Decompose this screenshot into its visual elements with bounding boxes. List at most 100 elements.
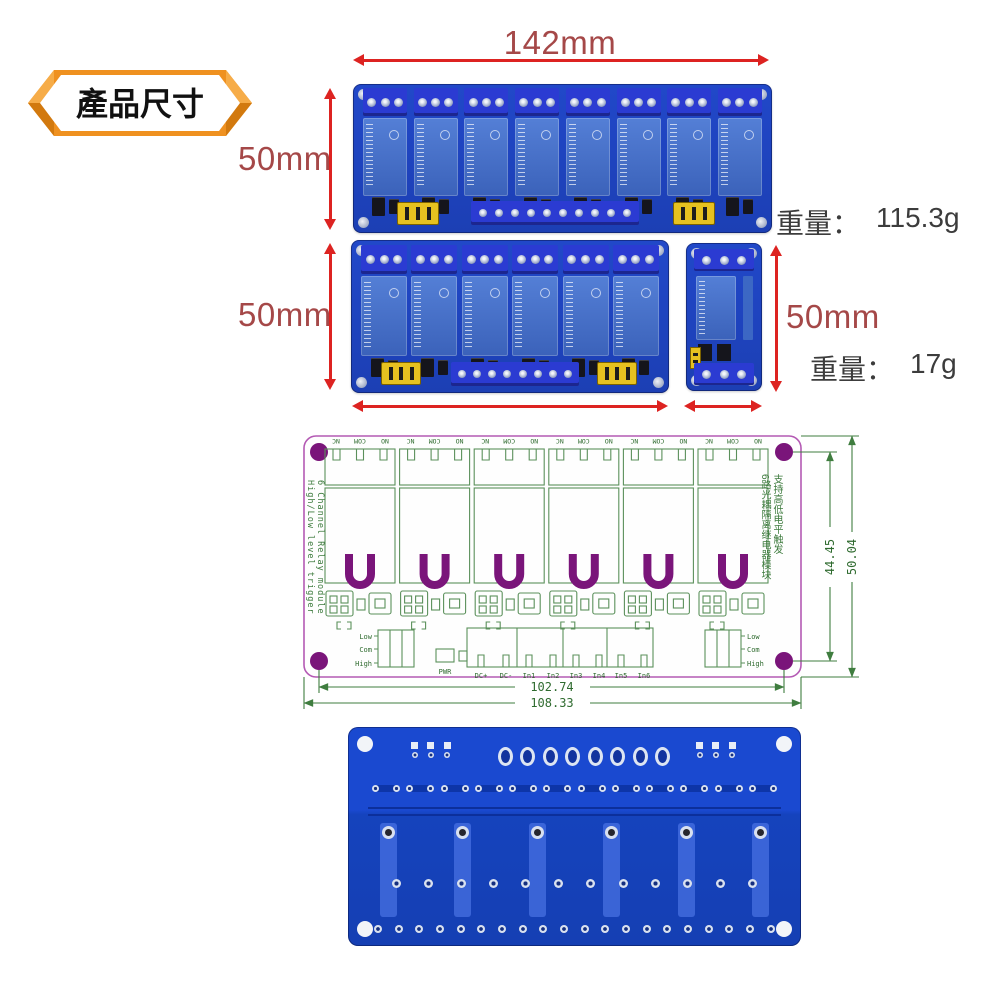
solder-pad bbox=[601, 925, 610, 933]
dim-inner-width: 102.74 bbox=[530, 680, 573, 694]
relay-unit bbox=[464, 118, 509, 196]
solder-pad bbox=[650, 879, 660, 888]
product-size-badge: 產品尺寸 bbox=[28, 66, 252, 140]
screw bbox=[581, 255, 591, 264]
solder-pad bbox=[580, 925, 589, 933]
solder-pad bbox=[456, 925, 465, 933]
drawing-side-text-cn: 6路光耦隔离继电器模块 支持高低电平触发 bbox=[758, 474, 782, 639]
width-arrow-board8 bbox=[353, 54, 769, 66]
height-arrow-board6 bbox=[324, 243, 336, 390]
pin-label: In5 bbox=[615, 672, 628, 680]
relay-row bbox=[363, 118, 762, 196]
pin-label: In3 bbox=[570, 672, 583, 680]
relay-unit bbox=[565, 118, 610, 196]
solder-pad bbox=[565, 747, 581, 766]
jumper-right-outline bbox=[704, 629, 745, 668]
pad-pair bbox=[509, 785, 538, 792]
weight-value: 115.3g bbox=[876, 202, 960, 233]
screw bbox=[623, 209, 631, 217]
screw bbox=[544, 255, 554, 264]
pad-pair bbox=[543, 785, 572, 792]
pcb-trace bbox=[368, 807, 781, 809]
screw bbox=[594, 255, 604, 264]
terminal-block bbox=[361, 245, 407, 274]
mounting-hole bbox=[653, 377, 664, 388]
solder-pad bbox=[415, 925, 424, 933]
solder-pad bbox=[520, 747, 536, 766]
optocoupler-pair bbox=[363, 197, 407, 217]
dimension-lines bbox=[303, 435, 859, 709]
screw bbox=[591, 209, 599, 217]
screw bbox=[634, 97, 644, 107]
solder-pad bbox=[663, 925, 672, 933]
solder-pad bbox=[518, 925, 527, 933]
width-arrow-board6 bbox=[352, 400, 668, 412]
mounting-hole-mark bbox=[775, 652, 793, 670]
screw bbox=[530, 255, 540, 264]
input-terminal-strip bbox=[451, 362, 579, 386]
relay-pad-strip bbox=[380, 823, 397, 917]
solder-pad bbox=[392, 879, 401, 888]
dim-inner-height: 44.45 bbox=[823, 539, 837, 575]
terminal-block bbox=[461, 245, 508, 274]
height-arrow-board1 bbox=[770, 245, 782, 392]
relay-board-6ch-photo bbox=[351, 240, 669, 393]
solder-pad bbox=[586, 879, 596, 888]
pad-pair bbox=[646, 785, 675, 792]
pad-pair-row bbox=[372, 785, 777, 792]
drawing-svg: NC COM NO bbox=[303, 422, 859, 710]
drawing-side-text-en: 6 Channel Relay module High/Low level tr… bbox=[305, 480, 325, 660]
pin-labels: DC+ DC- In1 In2 In3 In4 In5 In6 bbox=[475, 672, 651, 680]
screw bbox=[543, 209, 551, 217]
solder-pad bbox=[553, 879, 563, 888]
relay-unit bbox=[512, 276, 559, 356]
jumper-label: Low bbox=[747, 633, 760, 641]
pad-pair bbox=[372, 785, 400, 792]
terminal-block bbox=[694, 363, 754, 385]
dim-label-board8-height: 50mm bbox=[238, 140, 332, 177]
screw bbox=[748, 97, 758, 107]
screw bbox=[719, 255, 729, 265]
relay-pad-strip bbox=[677, 823, 695, 917]
weight-board8: 重量：115.3g bbox=[776, 202, 960, 242]
screw bbox=[575, 209, 583, 217]
relay-unit bbox=[667, 118, 712, 196]
trigger-jumper-right bbox=[597, 362, 637, 385]
solder-pad bbox=[618, 879, 628, 888]
dimension-drawing-6ch: NC COM NO bbox=[300, 422, 865, 717]
mounting-hole-mark bbox=[310, 652, 328, 670]
relay-pad-strip bbox=[751, 823, 769, 917]
relay-unit bbox=[363, 118, 407, 196]
relay-unit bbox=[717, 118, 762, 196]
solder-pad bbox=[622, 925, 631, 933]
terminal-block bbox=[612, 245, 659, 274]
relay-pad-strip bbox=[454, 823, 472, 917]
screw bbox=[519, 97, 529, 107]
screw bbox=[563, 370, 572, 378]
screw bbox=[468, 97, 478, 107]
screw bbox=[702, 369, 712, 379]
solder-pad bbox=[654, 747, 670, 766]
pad-pair bbox=[748, 785, 777, 792]
screw bbox=[548, 370, 557, 378]
screw bbox=[481, 97, 491, 107]
solder-pad bbox=[374, 925, 382, 933]
weight-board1: 重量：17g bbox=[810, 348, 957, 388]
jumper-label: High bbox=[355, 660, 372, 668]
screw bbox=[494, 255, 504, 264]
screw bbox=[495, 209, 503, 217]
solder-pad bbox=[542, 747, 558, 766]
terminal-block bbox=[694, 249, 754, 271]
screw bbox=[393, 97, 403, 107]
mounting-hole bbox=[357, 921, 373, 937]
screw bbox=[647, 97, 657, 107]
solder-cluster-right bbox=[693, 742, 739, 758]
terminal-block bbox=[667, 88, 712, 116]
pad-pair bbox=[406, 785, 435, 792]
terminal-block bbox=[562, 245, 609, 274]
mid-pad-row bbox=[392, 879, 757, 888]
trigger-jumper-right bbox=[673, 202, 715, 225]
screw bbox=[466, 255, 476, 264]
mounting-hole bbox=[776, 736, 792, 752]
input-terminal-strip bbox=[471, 201, 639, 225]
